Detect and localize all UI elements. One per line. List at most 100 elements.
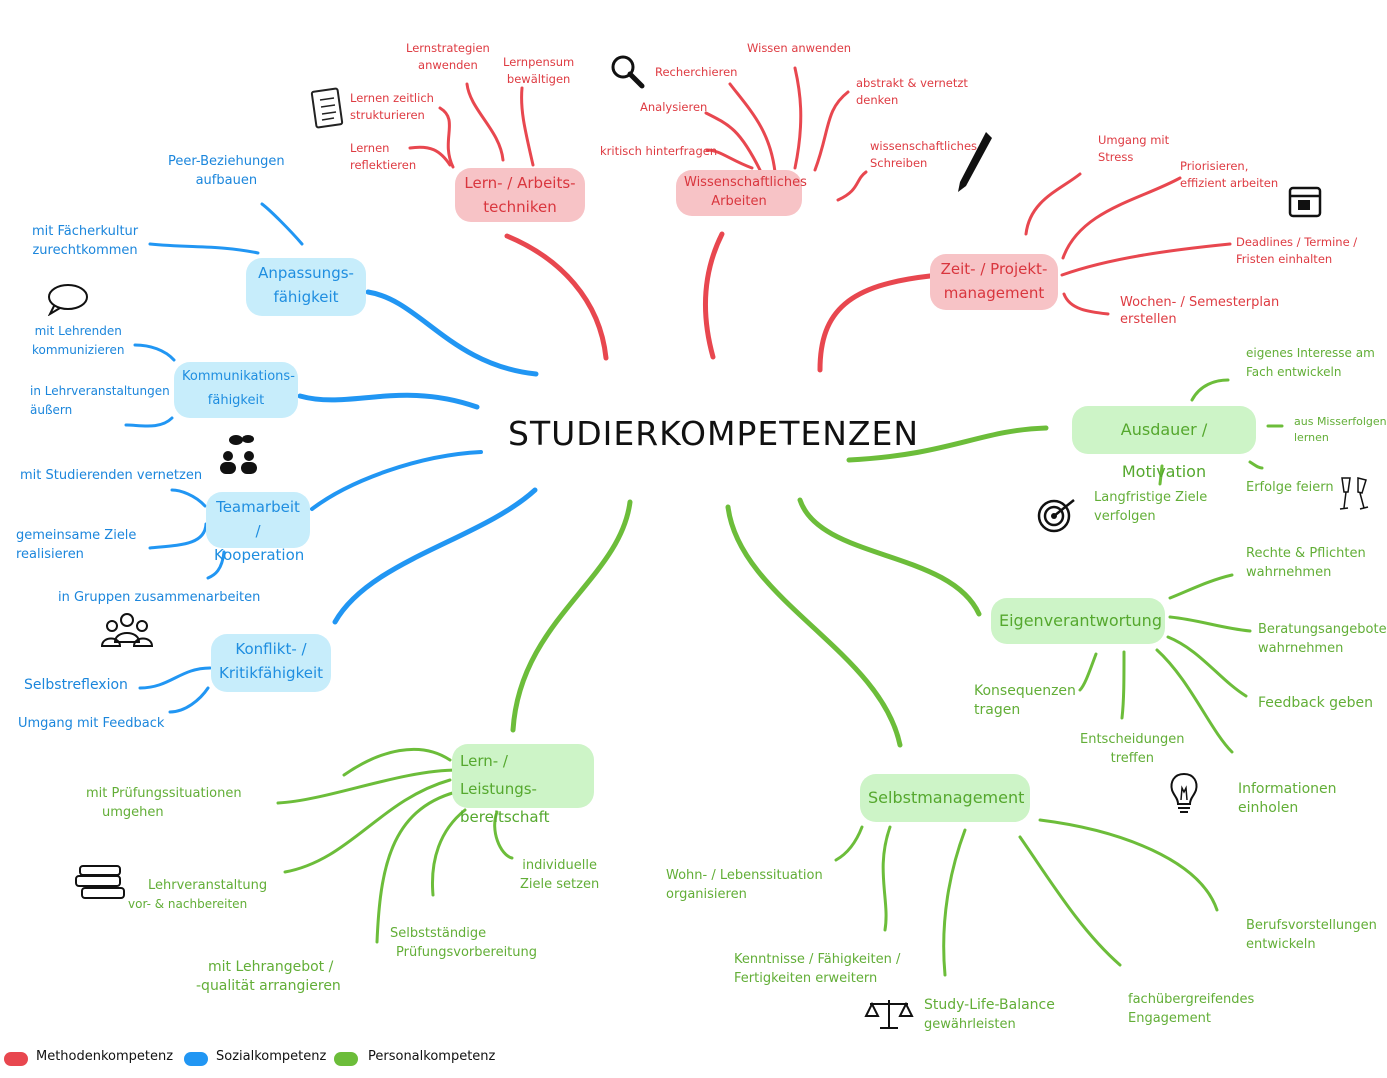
champagne-icon xyxy=(1339,477,1369,510)
node-line-1: Eigenverantwortung xyxy=(999,611,1162,630)
label-kritisch: kritisch hinterfragen xyxy=(600,144,718,158)
branch-eigen xyxy=(797,497,982,617)
node-line-1: Lern- / Arbeits- xyxy=(464,174,576,192)
speech-bubble-icon xyxy=(47,284,88,316)
legend-sozial: Sozialkompetenz xyxy=(216,1049,327,1064)
node-line-2: Arbeiten xyxy=(711,194,767,209)
legend-personal: Personalkompetenz xyxy=(368,1049,496,1064)
node-teamarbeit-kooperation: Teamarbeit / Kooperation xyxy=(206,492,310,564)
label-recherchieren: Recherchieren xyxy=(655,65,738,79)
branch-zeit xyxy=(817,273,933,373)
pen-icon xyxy=(958,132,992,192)
branch-wiss xyxy=(702,231,725,360)
legend-swatch-personal xyxy=(334,1052,358,1066)
scales-icon xyxy=(864,1000,914,1029)
node-line-1: Selbstmanagement xyxy=(868,788,1025,807)
label-deadlines: Deadlines / Termine /Fristen einhalten xyxy=(1236,235,1358,266)
people-chat-icon xyxy=(220,435,257,474)
lightbulb-icon xyxy=(1170,772,1198,813)
node-line-1: Ausdauer / Motivation xyxy=(1120,420,1208,481)
node-line-2: fähigkeit xyxy=(273,288,339,306)
legend-methoden: Methodenkompetenz xyxy=(36,1049,174,1064)
label-kenntnisse: Kenntnisse / Fähigkeiten /Fertigkeiten e… xyxy=(734,952,901,986)
branch-team xyxy=(310,450,483,511)
target-icon xyxy=(1037,499,1075,533)
node-line-1: Lern- / Leistungs- xyxy=(460,752,537,798)
node-line-1: Kommunikations- xyxy=(182,369,295,384)
node-lern-arbeitstechniken: Lern- / Arbeits- techniken xyxy=(455,168,585,222)
label-priorisieren: Priorisieren,effizient arbeiten xyxy=(1180,159,1279,190)
node-line-2: techniken xyxy=(483,198,557,216)
node-wissenschaftliches-arbeiten: Wissenschaftliches Arbeiten xyxy=(676,170,807,216)
node-line-2: Kooperation xyxy=(214,546,305,564)
calendar-icon xyxy=(1288,186,1322,218)
node-kommunikationsfaehigkeit: Kommunikations- fähigkeit xyxy=(174,362,298,418)
node-konflikt-kritikfaehigkeit: Konflikt- / Kritikfähigkeit xyxy=(211,634,331,692)
label-lehrangebot: mit Lehrangebot /-qualität arrangieren xyxy=(196,959,341,994)
legend-swatch-sozial xyxy=(184,1052,208,1066)
legend-swatch-methoden xyxy=(4,1052,28,1066)
branch-leistung xyxy=(510,499,633,733)
branch-selbst xyxy=(725,504,903,748)
node-line-2: management xyxy=(943,284,1045,302)
books-icon xyxy=(75,865,125,899)
label-erfolge: Erfolge feiern xyxy=(1246,480,1334,495)
node-line-1: Konflikt- / xyxy=(235,640,307,658)
node-line-1: Wissenschaftliches xyxy=(684,175,807,190)
branch-anpassung xyxy=(365,289,539,377)
node-ausdauer-motivation: Ausdauer / Motivation xyxy=(1072,406,1256,481)
node-line-2: Kritikfähigkeit xyxy=(219,664,324,682)
node-line-2: bereitschaft xyxy=(460,808,550,826)
node-line-1: Zeit- / Projekt- xyxy=(940,260,1048,278)
group-icon xyxy=(100,613,154,647)
node-line-1: Teamarbeit / xyxy=(216,498,300,540)
node-anpassungsfaehigkeit: Anpassungs- fähigkeit xyxy=(246,258,366,316)
node-zeit-projektmanagement: Zeit- / Projekt- management xyxy=(930,254,1058,310)
branch-konflikt xyxy=(332,487,538,625)
label-umgang-feedback: Umgang mit Feedback xyxy=(18,716,165,731)
node-eigenverantwortung: Eigenverantwortung xyxy=(991,598,1165,644)
node-selbstmanagement: Selbstmanagement xyxy=(860,774,1030,822)
branch-ausdauer xyxy=(846,425,1049,463)
label-selbstreflexion: Selbstreflexion xyxy=(24,677,128,693)
label-wissen-anwenden: Wissen anwenden xyxy=(747,41,852,55)
label-feedback-geben: Feedback geben xyxy=(1258,695,1373,711)
magnifier-icon xyxy=(611,55,645,89)
node-lern-leistungsbereitschaft: Lern- / Leistungs- bereitschaft xyxy=(452,744,594,826)
node-line-1: Anpassungs- xyxy=(258,264,354,282)
label-vernetzen: mit Studierenden vernetzen xyxy=(20,468,203,483)
branch-lern-arbeit xyxy=(504,233,609,361)
label-gruppen: in Gruppen zusammenarbeiten xyxy=(58,590,261,605)
branch-kommunikation xyxy=(297,392,480,410)
checklist-icon xyxy=(310,87,344,129)
